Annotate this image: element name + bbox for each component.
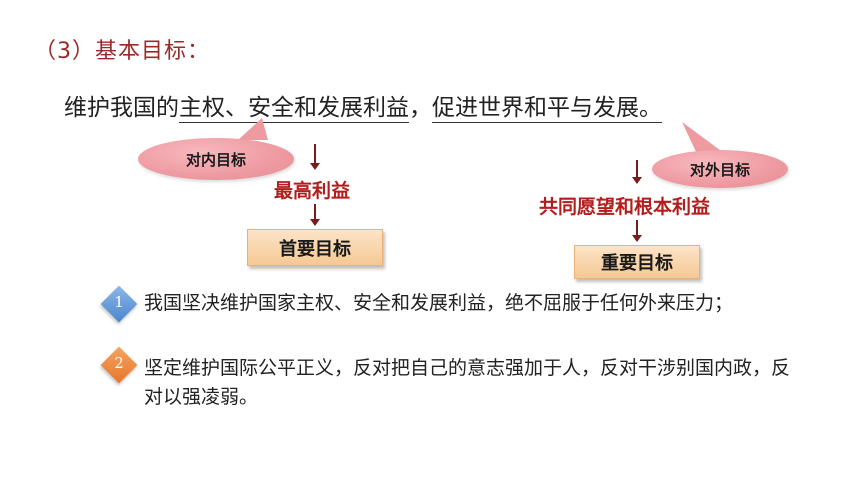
inner-goal-label: 对内目标: [185, 150, 246, 169]
outer-goal-label: 对外目标: [689, 160, 750, 179]
arrow-down-icon: [632, 160, 642, 184]
point-1-number: 1: [114, 293, 124, 311]
section-heading: （3）基本目标：: [34, 39, 210, 64]
arrow-down-icon: [310, 144, 320, 170]
main-part-sovereignty: 主权、安全和发展利益: [179, 95, 409, 123]
important-goal-text: 重要目标: [601, 253, 673, 274]
highest-interest-label: 最高利益: [274, 180, 351, 202]
common-interest-label: 共同愿望和根本利益: [539, 196, 711, 218]
inner-goal-bubble: 对内目标: [138, 138, 294, 180]
main-statement: 维护我国的主权、安全和发展利益，促进世界和平与发展。: [64, 88, 662, 123]
important-goal-box: 重要目标: [574, 245, 700, 279]
main-prefix: 维护我国的: [64, 95, 179, 121]
point-1-text: 我国坚决维护国家主权、安全和发展利益，绝不屈服于任何外来压力；: [144, 292, 734, 314]
outer-goal-bubble: 对外目标: [652, 150, 788, 188]
primary-goal-box: 首要目标: [247, 229, 383, 266]
arrow-down-icon: [310, 204, 320, 226]
main-separator: ，: [409, 95, 432, 121]
point-2-number: 2: [114, 354, 124, 372]
primary-goal-text: 首要目标: [279, 238, 351, 260]
main-part-world-peace: 促进世界和平与发展。: [432, 95, 662, 123]
arrow-down-icon: [632, 220, 642, 242]
point-2-text: 坚定维护国际公平正义，反对把自己的意志强加于人，反对干涉别国内政，反对以强凌弱。: [144, 357, 791, 408]
